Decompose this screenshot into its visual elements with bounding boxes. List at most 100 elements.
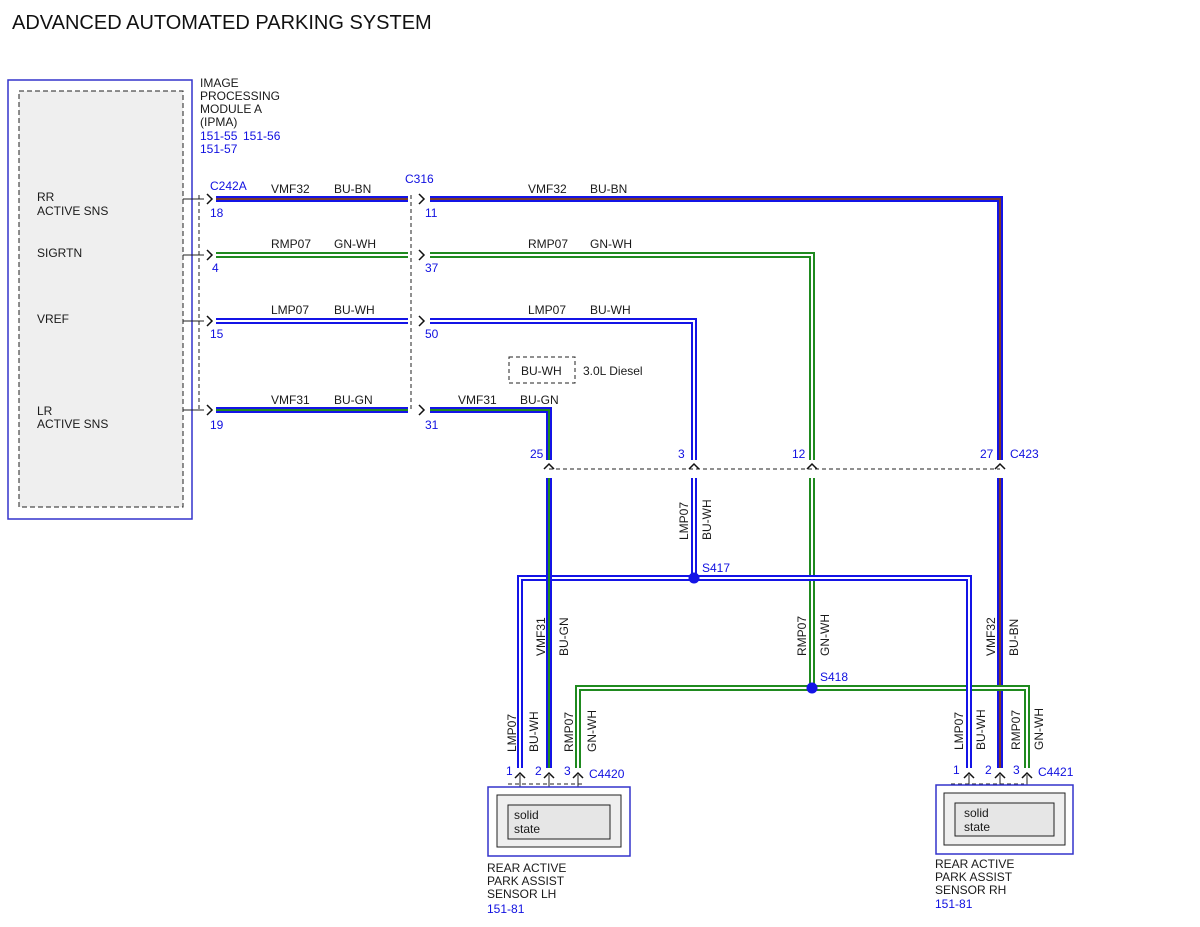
c316-arrow-4 (418, 404, 426, 416)
pin-c4421-2: 2 (985, 763, 992, 777)
c316-arrow-3 (418, 315, 426, 327)
c242a-arrow-1 (206, 193, 214, 205)
module-name-line-3: MODULE A (200, 102, 262, 116)
pin-c316-vref: 50 (425, 327, 439, 341)
c4420-arrow-3 (572, 771, 584, 779)
ipma-module: IMAGE PROCESSING MODULE A (IPMA) 151-55 … (7, 76, 281, 520)
sensor-rh-name-line-1: REAR ACTIVE (935, 857, 1014, 871)
pin-c423-lr: 25 (530, 447, 544, 461)
connector-c423-label: C423 (1010, 447, 1039, 461)
sensor-rh-ref[interactable]: 151-81 (935, 897, 973, 911)
module-name-line-2: PROCESSING (200, 89, 280, 103)
pin-c423-vref: 3 (678, 447, 685, 461)
module-leads (183, 198, 204, 411)
vlabel-vmf32: VMF32 (984, 617, 998, 656)
c4420-arrow-1 (514, 771, 526, 779)
sensor-rh-name-line-2: PARK ASSIST (935, 870, 1013, 884)
pin-c242a-rr: 18 (210, 206, 224, 220)
pin-label-lr-line-1: LR (37, 404, 53, 418)
connector-arrows (206, 193, 1033, 805)
vlabel-vmf31: VMF31 (534, 617, 548, 656)
sensor-lh-ref[interactable]: 151-81 (487, 902, 525, 916)
pin-label-rr-line-1: RR (37, 190, 55, 204)
wire-label-vmf31-a: VMF31 (271, 393, 310, 407)
c4421-arrow-2 (994, 771, 1006, 779)
c316-arrow-2 (418, 249, 426, 261)
module-ref-1[interactable]: 151-55 (200, 129, 238, 143)
vlabel-bu-bn: BU-BN (1007, 619, 1021, 656)
pin-c316-sigrtn: 37 (425, 261, 439, 275)
pin-label-lr-line-2: ACTIVE SNS (37, 417, 108, 431)
c242a-arrow-3 (206, 315, 214, 327)
connector-c4420-label: C4420 (589, 767, 625, 781)
c4420-arrow-2 (543, 771, 555, 779)
c4421-arrow-1 (963, 771, 975, 779)
wire-label-lmp07-b: LMP07 (528, 303, 566, 317)
module-ref-3[interactable]: 151-57 (200, 142, 238, 156)
sensor-lh-name-line-1: REAR ACTIVE (487, 861, 566, 875)
module-inner-box (18, 90, 184, 508)
vlabel-lh-bu-wh: BU-WH (527, 711, 541, 752)
option-note-text: 3.0L Diesel (583, 364, 643, 378)
splice-s418 (806, 682, 818, 694)
sensor-lh-inner-line-2: state (514, 822, 540, 836)
pin-c4420-1: 1 (506, 764, 513, 778)
wire-rmp07-rh (812, 685, 1030, 768)
connector-c4421-label: C4421 (1038, 765, 1074, 779)
c242a-arrow-2 (206, 249, 214, 261)
wire-rmp07-seg2 (430, 252, 815, 460)
vlabel-rh-gn-wh: GN-WH (1032, 708, 1046, 750)
option-note: BU-WH 3.0L Diesel (508, 356, 643, 384)
pin-c242a-vref: 15 (210, 327, 224, 341)
pin-c4420-2: 2 (535, 764, 542, 778)
wire-vmf31-seg2 (430, 407, 552, 460)
option-note-box (508, 356, 576, 384)
vlabel-bu-wh-mid: BU-WH (700, 499, 714, 540)
wire-color-bu-bn-a: BU-BN (334, 182, 371, 196)
wire-color-bu-bn-b: BU-BN (590, 182, 627, 196)
sensor-rh-solid-state-box (954, 802, 1055, 837)
sensor-rh-inner-line-1: solid (964, 806, 989, 820)
pin-c4421-1: 1 (953, 763, 960, 777)
option-note-wire: BU-WH (521, 364, 562, 378)
pin-label-vref: VREF (37, 312, 69, 326)
vlabel-rh-rmp07: RMP07 (1009, 710, 1023, 750)
sensor-rh-name-line-3: SENSOR RH (935, 883, 1006, 897)
wire-label-vmf32-b: VMF32 (528, 182, 567, 196)
wire-color-gn-wh-b: GN-WH (590, 237, 632, 251)
sensor-lh-name-line-3: SENSOR LH (487, 887, 556, 901)
pin-c423-rr: 27 (980, 447, 994, 461)
sensor-lh: solid state REAR ACTIVE PARK ASSIST SENS… (487, 786, 631, 916)
module-name-line-4: (IPMA) (200, 115, 237, 129)
wire-vmf32-seg2 (430, 196, 1003, 460)
wires (216, 196, 1030, 768)
vlabel-lh-lmp07: LMP07 (505, 714, 519, 752)
wire-lmp07-lh (517, 575, 694, 768)
wire-rmp07-lh (575, 685, 812, 768)
sensor-rh-inner-line-2: state (964, 820, 990, 834)
wire-lmp07-rh (694, 575, 972, 768)
wire-color-bu-wh-b: BU-WH (590, 303, 631, 317)
pin-c423-sigrtn: 12 (792, 447, 806, 461)
pin-c242a-lr: 19 (210, 418, 224, 432)
wire-label-vmf31-b: VMF31 (458, 393, 497, 407)
c423-arrow-4 (994, 462, 1006, 470)
wire-color-gn-wh-a: GN-WH (334, 237, 376, 251)
vlabel-rmp07-mid: RMP07 (795, 616, 809, 656)
pin-c4420-3: 3 (564, 764, 571, 778)
pin-c4421-3: 3 (1013, 763, 1020, 777)
pin-c316-rr: 11 (425, 206, 438, 220)
wire-label-rmp07-a: RMP07 (271, 237, 311, 251)
wire-label-vmf32-a: VMF32 (271, 182, 310, 196)
diagram-title: ADVANCED AUTOMATED PARKING SYSTEM (12, 12, 432, 34)
module-ref-2[interactable]: 151-56 (243, 129, 281, 143)
splice-s417 (688, 572, 700, 584)
connector-c242a-label: C242A (210, 179, 247, 193)
c423-arrow-2 (688, 462, 700, 470)
wire-color-bu-gn-a: BU-GN (334, 393, 373, 407)
wire-lmp07-seg2 (430, 318, 697, 460)
c242a-arrow-4 (206, 404, 214, 416)
c423-arrow-1 (543, 462, 555, 470)
wire-label-lmp07-a: LMP07 (271, 303, 309, 317)
vlabel-lh-gn-wh: GN-WH (585, 710, 599, 752)
